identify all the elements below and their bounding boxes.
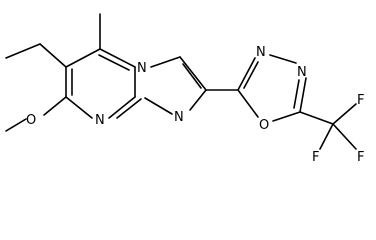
bond-n3-n4 — [269, 54, 297, 64]
substituents — [5, 13, 101, 132]
bond-c3-c2-double — [182, 63, 202, 89]
bond-c2-n3 — [237, 57, 256, 91]
bond-c5-o — [272, 111, 301, 122]
atom-f-top: F — [357, 93, 364, 108]
bond-c6-c5 — [65, 48, 101, 68]
atom-o-methoxy: O — [26, 113, 36, 128]
structure-svg: N N N N N O O F F F — [5, 13, 364, 165]
bond-n1-c7 — [65, 96, 93, 119]
bond-c7-o — [43, 96, 67, 116]
bond-cf3-f-right — [332, 123, 357, 150]
bond-n1-c8a — [144, 97, 173, 115]
atom-o-oxadiazole: O — [259, 118, 269, 133]
bond-ethyl-ch3 — [5, 43, 41, 59]
atom-f-left: F — [312, 150, 319, 165]
bond-n4-c5-double — [293, 79, 300, 109]
bond-c5-n4-double — [98, 54, 130, 71]
atom-n-oxadiazole-top: N — [256, 45, 266, 60]
bond-o-c2 — [237, 89, 259, 118]
atom-f-right: F — [357, 150, 364, 165]
bond-cf3-f-top — [332, 103, 357, 125]
bond-n4-c3 — [150, 56, 181, 68]
bond-c2-n1 — [189, 89, 207, 111]
atom-n-bridge: N — [137, 61, 147, 76]
bond-c5-n4 — [99, 48, 136, 68]
atom-n-pyrimidine: N — [95, 113, 105, 128]
bond-ethyl-ch2 — [39, 43, 67, 68]
bond-c3-c2 — [179, 56, 207, 91]
bond-n4-c5 — [299, 77, 307, 113]
bond-c8a-n1 — [108, 96, 136, 119]
bond-c5-cf3 — [299, 111, 334, 125]
bond-cf3-f-left — [319, 123, 334, 150]
molecule-diagram: N N N N N O O F F F — [5, 13, 364, 165]
pyrimidine-ring — [65, 48, 142, 119]
atom-n-imidazole: N — [174, 110, 184, 125]
oxadiazole-ring — [237, 54, 307, 122]
bond-c8a-n1-double — [116, 98, 142, 119]
trifluoromethyl-group — [299, 103, 357, 150]
bond-o-methyl — [5, 118, 27, 132]
atom-n-oxadiazole-right: N — [297, 65, 307, 80]
bond-c2-n3-double — [243, 61, 259, 89]
imidazole-ring — [144, 56, 207, 115]
